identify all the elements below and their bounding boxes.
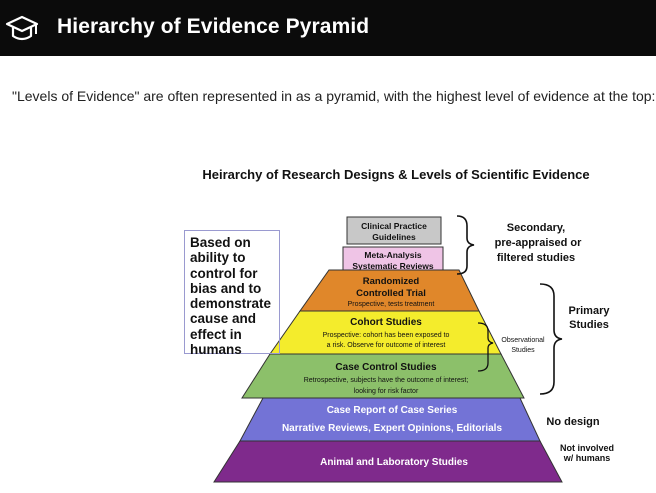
- primary-label-1: Primary: [569, 305, 611, 317]
- bias-note-box: Based on ability to control for bias and…: [184, 230, 280, 357]
- meta-line1: Meta-Analysis: [364, 250, 421, 260]
- rct-title-2: Controlled Trial: [356, 288, 426, 299]
- guidelines-box: [346, 216, 442, 245]
- cohort-title: Cohort Studies: [350, 317, 422, 328]
- not-involved-label-1: Not involved: [560, 443, 614, 453]
- guidelines-line1: Clinical Practice: [361, 221, 427, 231]
- secondary-label-2: pre-appraised or: [495, 237, 583, 249]
- no-design-label: No design: [546, 416, 599, 428]
- intro-text: "Levels of Evidence" are often represent…: [12, 88, 656, 104]
- animal-tier: [213, 440, 563, 483]
- secondary-label-3: filtered studies: [497, 252, 575, 264]
- animal-title: Animal and Laboratory Studies: [320, 457, 468, 468]
- secondary-label-1: Secondary,: [507, 222, 566, 234]
- diagram-title: Heirarchy of Research Designs & Levels o…: [202, 167, 589, 182]
- case-report-title: Case Report of Case Series: [327, 405, 458, 416]
- guidelines-line2: Guidelines: [372, 232, 416, 242]
- case-control-title: Case Control Studies: [335, 362, 437, 373]
- primary-brace: [539, 283, 563, 395]
- cohort-sub-1: Prospective: cohort has been exposed to: [323, 332, 450, 339]
- case-control-tier: [241, 353, 525, 399]
- observational-brace: [477, 322, 494, 372]
- primary-label-2: Studies: [569, 319, 609, 331]
- secondary-brace: [456, 215, 475, 275]
- not-involved-label-2: w/ humans: [563, 453, 611, 463]
- case-control-sub-1: Retrospective, subjects have the outcome…: [304, 377, 469, 384]
- observational-label-1: Observational: [501, 337, 545, 344]
- page-header: Hierarchy of Evidence Pyramid: [0, 0, 656, 56]
- case-control-sub-2: looking for risk factor: [354, 388, 419, 395]
- rct-title-1: Randomized: [363, 276, 420, 287]
- cohort-sub-2: a risk. Observe for outcome of interest: [327, 342, 446, 349]
- page-title: Hierarchy of Evidence Pyramid: [57, 15, 370, 38]
- meta-line2: Systematic Reviews: [352, 261, 434, 271]
- observational-label-2: Studies: [511, 347, 535, 354]
- case-report-sub: Narrative Reviews, Expert Opinions, Edit…: [282, 423, 503, 434]
- graduation-cap-icon: [5, 15, 39, 41]
- rct-sub: Prospective, tests treatment: [348, 301, 435, 308]
- meta-analysis-box: [342, 246, 444, 274]
